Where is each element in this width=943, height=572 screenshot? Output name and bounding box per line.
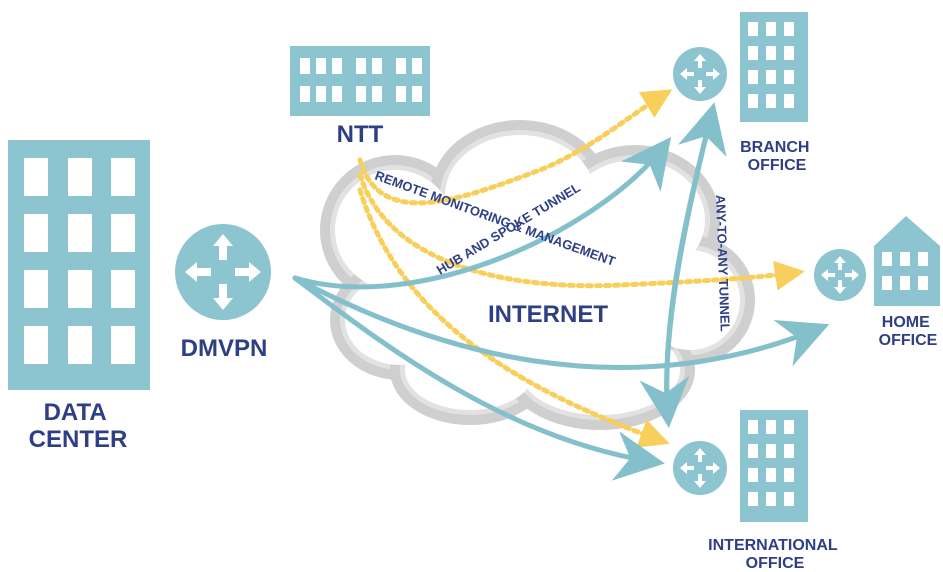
management-paths [357,89,805,448]
any-to-any-tunnel-back [664,102,727,421]
branch-office-label: BRANCH OFFICE [740,139,814,174]
home-office-label: HOME OFFICE [879,314,938,349]
mgmt-path-international [357,187,670,448]
ntt-building-icon [290,46,430,116]
international-router-icon [673,441,727,495]
mgmt-path-branch [357,89,673,206]
dmvpn-label: DMVPN [181,335,268,362]
hub-spoke-tunnel-international [292,275,665,481]
internet-label: INTERNET [488,301,608,328]
branch-office-building-icon [740,12,808,122]
home-office-house-icon [874,216,940,306]
any-to-any-label: ANY-TO-ANY TUNNEL [713,195,733,332]
ntt-label: NTT [337,121,384,148]
tunnel-paths [292,102,830,481]
data-center-building-icon [8,140,150,390]
data-center-label: DATA CENTER [29,399,128,453]
mgmt-path-home [357,172,805,291]
international-office-building-icon [740,410,808,522]
international-office-label: INTERNATIONAL OFFICE [708,537,842,572]
hub-spoke-tunnel-home [292,275,830,370]
hub-spoke-tunnel-branch [292,137,672,290]
branch-router-icon [673,47,727,101]
home-router-icon [814,249,866,301]
dmvpn-router-icon [175,224,271,320]
